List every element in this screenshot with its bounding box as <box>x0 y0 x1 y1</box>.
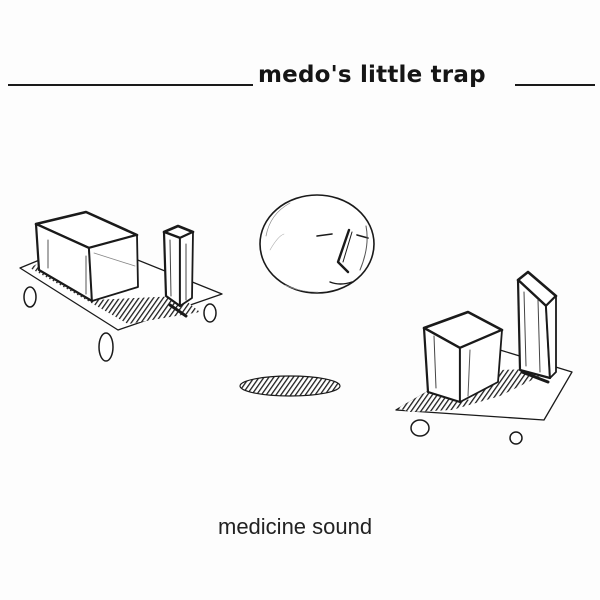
moon-face-illustration <box>259 194 375 294</box>
title-rule-right <box>515 84 595 86</box>
right-cart-illustration <box>395 270 573 445</box>
album-title: medo's little trap <box>258 62 486 88</box>
album-subtitle: medicine sound <box>218 514 373 539</box>
hole-shadow-illustration <box>239 375 341 397</box>
title-rule-left <box>8 84 253 86</box>
left-cart-illustration <box>19 210 223 362</box>
